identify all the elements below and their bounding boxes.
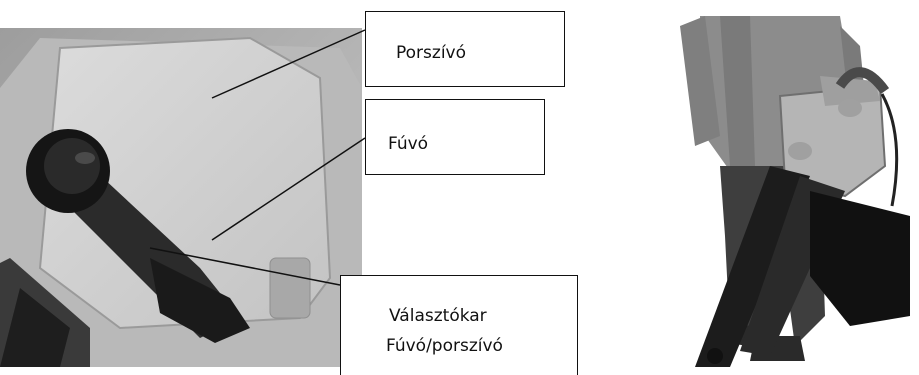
- callout-fuvo: Fúvó: [365, 99, 545, 175]
- person-with-blower-photo: [660, 16, 910, 367]
- selector-lever-photo: [0, 28, 362, 367]
- callout-valasztokar-line1: Választókar: [389, 306, 487, 326]
- callout-fuvo-label: Fúvó: [388, 134, 429, 154]
- callout-valasztokar-line2: Fúvó/porszívó: [386, 336, 503, 356]
- callout-porszivo-label: Porszívó: [396, 43, 467, 63]
- callout-valasztokar: Választókar Fúvó/porszívó: [340, 275, 578, 375]
- callout-porszivo: Porszívó: [365, 11, 565, 87]
